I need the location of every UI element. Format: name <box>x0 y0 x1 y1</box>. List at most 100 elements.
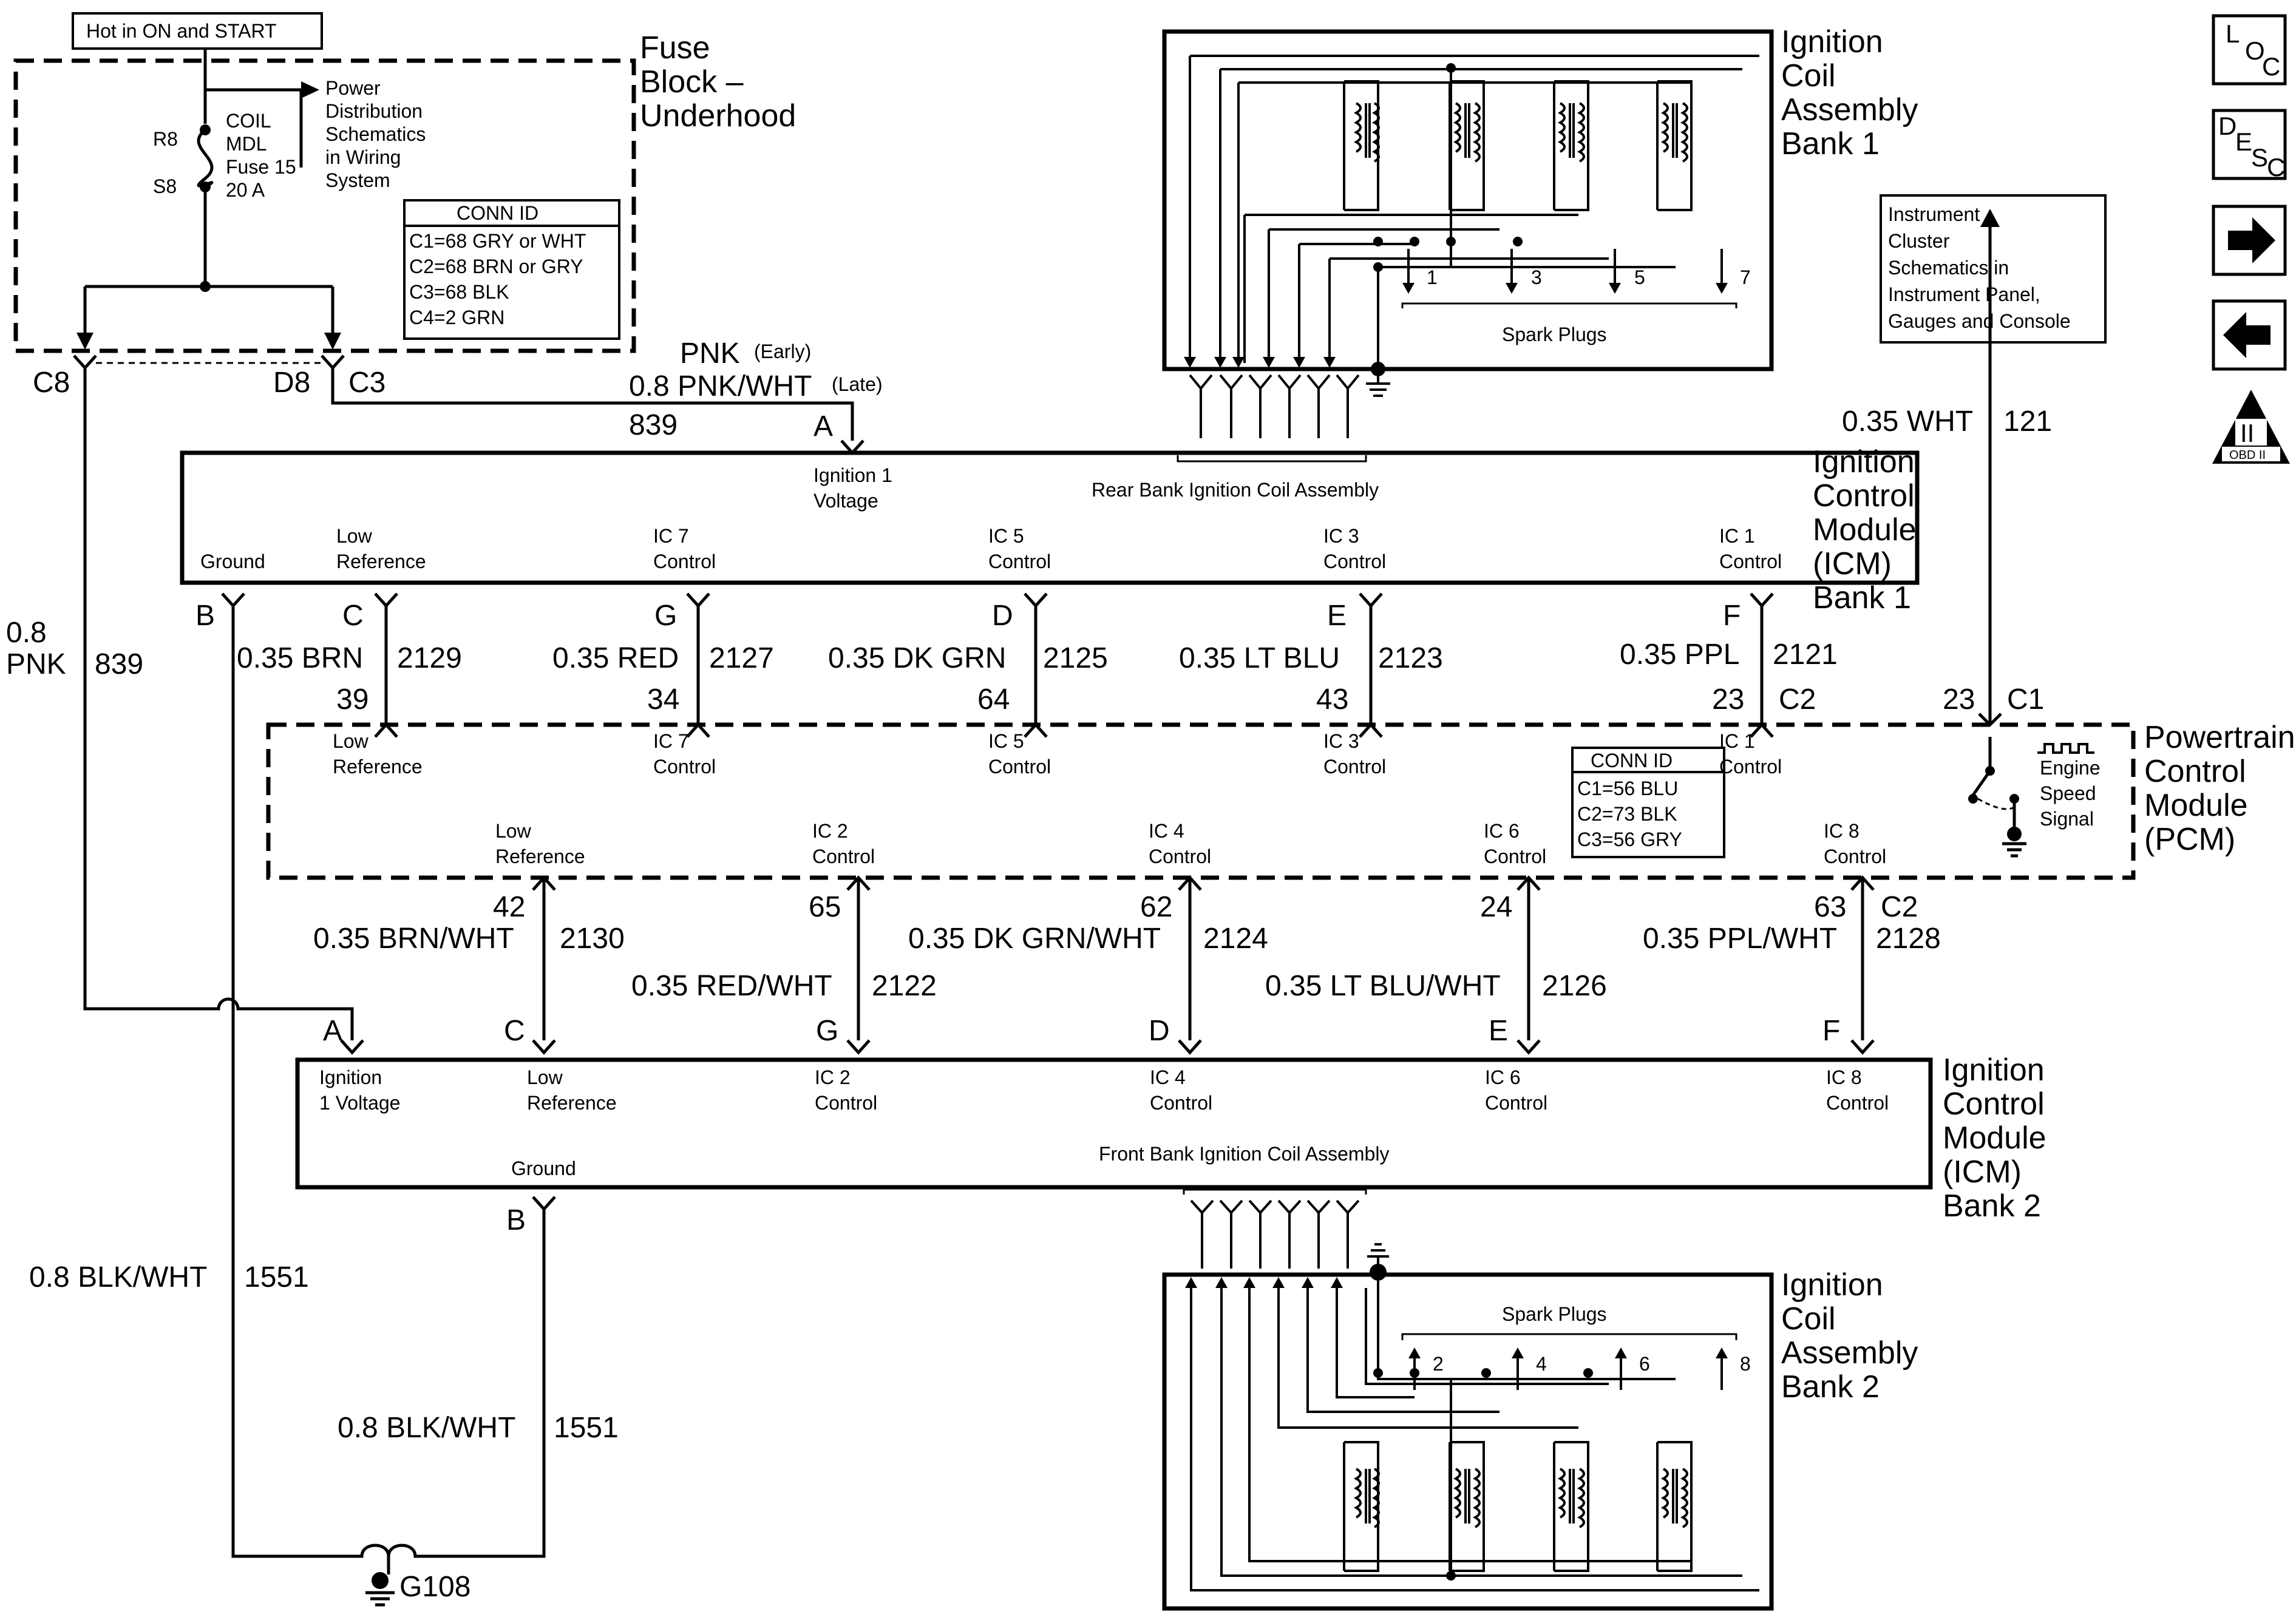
tach-conn: C1 <box>2007 683 2044 716</box>
fuse-label-3: Fuse 15 <box>226 156 296 178</box>
icm2-ic6-2: Control <box>1485 1092 1547 1114</box>
icm1-lowref-1: Low <box>336 525 373 547</box>
left-feed-circuit: 839 <box>95 648 143 680</box>
wire-2130-color: 0.35 BRN/WHT <box>313 923 514 955</box>
coil-bank1-title-4: Bank 1 <box>1781 126 1880 161</box>
bank2-plug-6: 6 <box>1639 1353 1650 1375</box>
engine-speed-3: Signal <box>2040 808 2094 830</box>
icm1-pin-c: C <box>342 600 364 632</box>
icm2-title-5: Bank 2 <box>1943 1188 2041 1224</box>
power-dist-3: Schematics <box>325 123 426 145</box>
coil-bank2-title-4: Bank 2 <box>1781 1369 1880 1405</box>
ground-color-right: 0.8 BLK/WHT <box>338 1412 515 1444</box>
pcm-conn-id-1: C1=56 BLU <box>1577 778 1678 799</box>
bank2-plug-4: 4 <box>1536 1353 1547 1375</box>
icm1-ign-voltage-2: Voltage <box>813 490 878 512</box>
fuse-label-4: 20 A <box>226 179 265 201</box>
bank1-spark-plugs: Spark Plugs <box>1502 324 1607 345</box>
left-arrow-icon <box>2223 312 2271 358</box>
icm2-lowref-1: Low <box>527 1066 563 1088</box>
wire-2126-pin: 24 <box>1480 891 1512 923</box>
icm2-ic2-2: Control <box>815 1092 877 1114</box>
wire-2124-color: 0.35 DK GRN/WHT <box>908 923 1161 955</box>
coil-bank2-title-3: Assembly <box>1781 1335 1918 1371</box>
loc-button[interactable]: L O C <box>2212 14 2287 86</box>
pcm-ic2-2: Control <box>812 846 875 867</box>
icm2-pin-g: G <box>816 1015 838 1047</box>
icm2-ic8-2: Control <box>1826 1092 1889 1114</box>
forward-button[interactable] <box>2212 205 2287 276</box>
power-dist-1: Power <box>325 77 381 99</box>
pcm-ic7-1: IC 7 <box>653 730 689 752</box>
coil-bank2-title-1: Ignition <box>1781 1267 1883 1303</box>
cluster-3: Schematics in <box>1888 257 2009 279</box>
icm1-ic5-2: Control <box>988 551 1051 572</box>
pcm-title-1: Powertrain <box>2144 720 2295 755</box>
bank1-plug-7: 7 <box>1740 266 1751 288</box>
wire-2124-pin: 62 <box>1140 891 1172 923</box>
svg-text:C: C <box>2262 52 2280 81</box>
fuse-block-title-3: Underhood <box>640 98 796 134</box>
icm2-ic6-1: IC 6 <box>1485 1066 1521 1088</box>
icm2-pin-e: E <box>1489 1015 1508 1047</box>
engine-speed-2: Speed <box>2040 782 2096 804</box>
left-feed-color: PNK <box>6 648 66 680</box>
wire-2126-color: 0.35 LT BLU/WHT <box>1265 970 1501 1002</box>
icm1-ic7-2: Control <box>653 551 716 572</box>
icm1-title-4: (ICM) <box>1813 546 1892 581</box>
icm2-coil-assembly: Front Bank Ignition Coil Assembly <box>1099 1143 1389 1165</box>
pcm-ic8-1: IC 8 <box>1824 820 1860 842</box>
svg-text:OBD II: OBD II <box>2229 449 2266 462</box>
fuse-block-title-2: Block – <box>640 64 744 100</box>
pcm-ic8-2: Control <box>1824 846 1886 867</box>
wire-2123-color: 0.35 LT BLU <box>1179 642 1340 674</box>
pcm-conn-id-3: C3=56 GRY <box>1577 829 1682 850</box>
wire-2122-pin: 65 <box>809 891 841 923</box>
wire-2124-circuit: 2124 <box>1203 923 1268 955</box>
tach-color: 0.35 WHT <box>1842 405 1973 438</box>
icm2-ic8-1: IC 8 <box>1826 1066 1862 1088</box>
pcm-ic3-1: IC 3 <box>1323 730 1359 752</box>
power-dist-4: in Wiring <box>325 146 401 168</box>
icm1-ground-label: Ground <box>200 551 265 572</box>
wire-2130-pin: 42 <box>493 891 525 923</box>
cluster-2: Cluster <box>1888 230 1950 252</box>
icm2-ign-voltage-1: Ignition <box>319 1066 382 1088</box>
pcm-conn-id-2: C2=73 BLK <box>1577 803 1677 825</box>
right-arrow-icon <box>2228 217 2275 263</box>
wire-2125-pin: 64 <box>977 683 1010 716</box>
engine-speed-switch <box>1968 737 2094 858</box>
icm2-pin-a: A <box>323 1015 342 1047</box>
pcm-lowref-upper-1: Low <box>333 730 369 752</box>
desc-button[interactable]: D E S C <box>2212 109 2287 181</box>
fuse-symbol <box>197 124 214 192</box>
icm2-pin-c: C <box>504 1015 525 1047</box>
upper-c2-label: C2 <box>1779 683 1816 716</box>
tach-circuit: 121 <box>2003 405 2052 438</box>
bank2-plug-8: 8 <box>1740 1353 1751 1375</box>
feed-early: (Early) <box>754 341 811 362</box>
icm2-pin-d: D <box>1149 1015 1170 1047</box>
fuse-block-title-1: Fuse <box>640 30 710 66</box>
pcm-ic5-2: Control <box>988 756 1051 778</box>
coil-bank1-box <box>1162 29 1774 371</box>
wire-2128-color: 0.35 PPL/WHT <box>1643 923 1837 955</box>
fuse-label-1: COIL <box>226 110 271 132</box>
wire-2123-pin: 43 <box>1316 683 1348 716</box>
pcm-ic5-1: IC 5 <box>988 730 1024 752</box>
pcm-ic4-2: Control <box>1149 846 1211 867</box>
icm1-title-3: Module <box>1813 512 1917 547</box>
icm2-title-4: (ICM) <box>1943 1154 2022 1190</box>
bank2-coils <box>1343 1441 1693 1572</box>
coil-bank2-box <box>1162 1272 1774 1611</box>
icm2-title-2: Control <box>1943 1086 2045 1122</box>
coil-bank-1: Ignition Coil Assembly Bank 1 <box>1162 24 1918 397</box>
fuse-conn-id-box <box>403 199 620 340</box>
svg-text:E: E <box>2235 127 2252 156</box>
bank2-plug-2: 2 <box>1433 1353 1444 1375</box>
ground-circuit-right: 1551 <box>554 1412 619 1444</box>
obd-ii-button[interactable]: II OBD II <box>2212 390 2290 464</box>
wire-2121-color: 0.35 PPL <box>1620 639 1739 671</box>
pcm-ic2-1: IC 2 <box>812 820 848 842</box>
back-button[interactable] <box>2212 299 2287 371</box>
